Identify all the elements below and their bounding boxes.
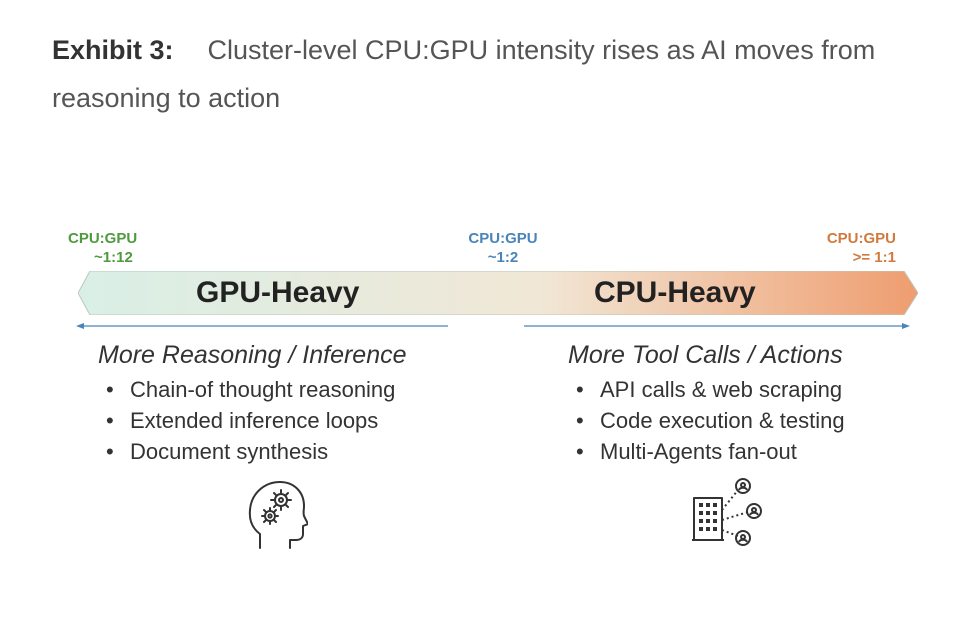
list-item: API calls & web scraping bbox=[568, 374, 845, 405]
actions-list: API calls & web scraping Code execution … bbox=[568, 374, 845, 467]
reasoning-list: Chain-of thought reasoning Extended infe… bbox=[98, 374, 407, 467]
ratio-middle: CPU:GPU ~1:2 bbox=[448, 229, 558, 267]
head-gears-icon bbox=[246, 478, 309, 555]
list-item: Multi-Agents fan-out bbox=[568, 436, 845, 467]
list-item: Extended inference loops bbox=[98, 405, 407, 436]
left-range-line bbox=[76, 323, 448, 329]
list-item: Document synthesis bbox=[98, 436, 407, 467]
building-network-icon bbox=[690, 476, 774, 553]
ratio-cpu-heavy-label: CPU:GPU bbox=[826, 230, 896, 247]
reasoning-heading: More Reasoning / Inference bbox=[98, 341, 407, 369]
ratio-middle-label: CPU:GPU bbox=[468, 230, 538, 247]
ratio-cpu-heavy: CPU:GPU >= 1:1 bbox=[796, 229, 896, 267]
ratio-gpu-heavy-value: ~1:12 bbox=[94, 249, 133, 266]
list-item: Chain-of thought reasoning bbox=[98, 374, 407, 405]
right-range-line bbox=[524, 323, 910, 329]
ratio-gpu-heavy: CPU:GPU ~1:12 bbox=[68, 229, 137, 267]
exhibit-number: Exhibit 3: bbox=[52, 35, 174, 65]
ratio-gpu-heavy-label: CPU:GPU bbox=[68, 230, 138, 247]
intensity-gradient-band bbox=[78, 271, 918, 315]
exhibit-title: Exhibit 3:Cluster-level CPU:GPU intensit… bbox=[52, 26, 932, 122]
reasoning-column: More Reasoning / Inference Chain-of thou… bbox=[98, 338, 407, 467]
actions-column: More Tool Calls / Actions API calls & we… bbox=[568, 338, 845, 467]
ratio-cpu-heavy-value: >= 1:1 bbox=[852, 249, 896, 266]
gpu-heavy-label: GPU-Heavy bbox=[196, 276, 360, 309]
actions-heading: More Tool Calls / Actions bbox=[568, 341, 843, 369]
list-item: Code execution & testing bbox=[568, 405, 845, 436]
cpu-heavy-label: CPU-Heavy bbox=[594, 276, 756, 309]
exhibit-title-text: Cluster-level CPU:GPU intensity rises as… bbox=[52, 35, 876, 113]
ratio-middle-value: ~1:2 bbox=[487, 249, 519, 266]
